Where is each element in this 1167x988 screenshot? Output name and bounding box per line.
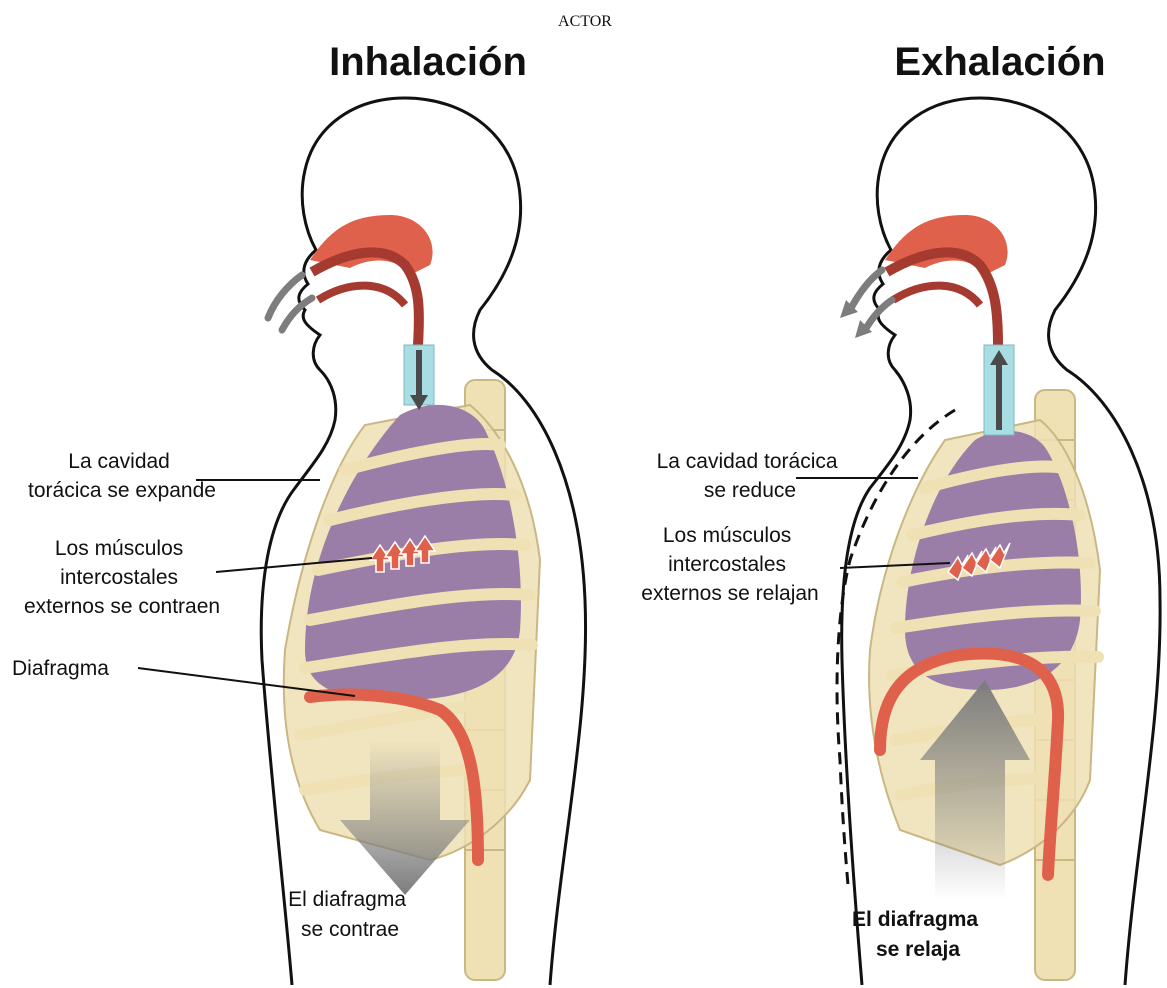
inhalation-muscles-label: Los músculos intercostales externos se c…: [24, 537, 220, 618]
exhalation-cavity-label: La cavidad torácica se reduce: [657, 450, 844, 502]
exhalation-air-arrows: [850, 270, 892, 330]
inhalation-cavity-label: La cavidad torácica se expande: [28, 450, 216, 502]
exhalation-diaphragm-action-label: El diafragma se relaja: [852, 908, 984, 961]
inhalation-diaphragm-label: Diafragma: [12, 657, 109, 680]
inhalation-diaphragm-action-label: El diafragma se contrae: [288, 888, 412, 941]
inhalation-title: Inhalación: [329, 40, 527, 84]
inhalation-panel: Inhalación: [12, 40, 586, 985]
exhalation-panel: Exhalación: [641, 40, 1160, 985]
exhalation-title: Exhalación: [894, 40, 1105, 84]
exhalation-muscles-label: Los músculos intercostales externos se r…: [641, 524, 818, 605]
exhalation-airway: [885, 215, 1014, 435]
header-text: ACTOR: [558, 13, 612, 30]
